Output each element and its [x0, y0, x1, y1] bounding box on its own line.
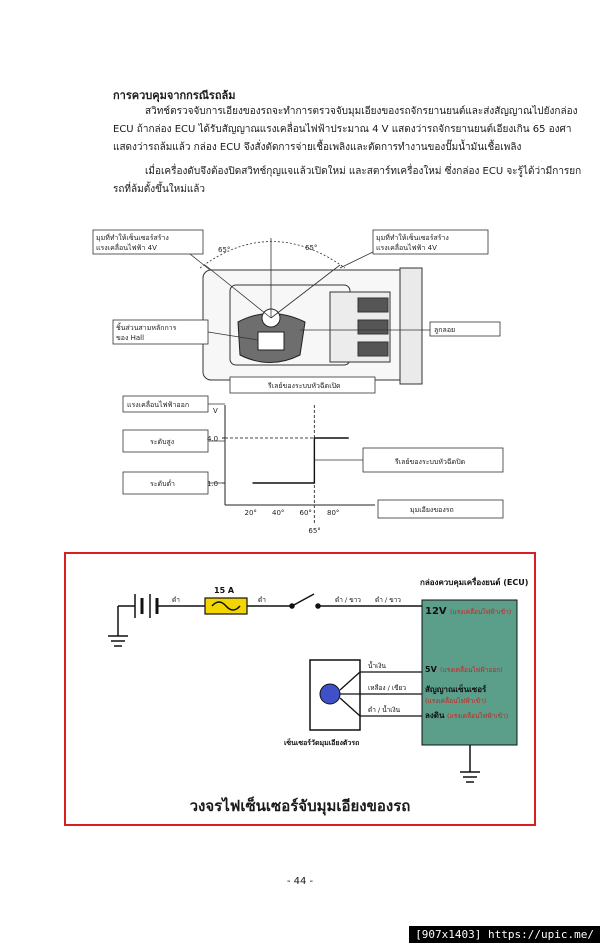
svg-text:ระดับสูง: ระดับสูง — [150, 438, 174, 446]
callout-left: มุมที่ทำให้เซ็นเซอร์สร้าง แรงเคลื่อนไฟฟ้… — [92, 229, 211, 271]
x-tick-label: 60° — [300, 509, 312, 517]
svg-text:มุมที่ทำให้เซ็นเซอร์สร้าง: มุมที่ทำให้เซ็นเซอร์สร้าง — [96, 233, 169, 242]
tilt-sensor-icon — [319, 683, 341, 705]
pin-ground: ลงดิน — [425, 711, 445, 720]
paragraph-1: สวิทช์ตรวจจับการเอียงของรถจะทำการตรวจจับ… — [113, 106, 578, 153]
pin-12v: 12V — [425, 606, 447, 617]
svg-text:ลูกลอย: ลูกลอย — [434, 326, 455, 334]
svg-text:แรงเคลื่อนไฟฟ้า 4V: แรงเคลื่อนไฟฟ้า 4V — [376, 243, 437, 252]
watermark: [907x1403] https://upic.me/ — [409, 926, 600, 943]
callout-relay-on: รีเลย์ของระบบหัวฉีดเปิด — [229, 376, 376, 394]
hall-element — [257, 331, 285, 351]
pin-5v-note: (แรงเคลื่อนไฟฟ้าออก) — [440, 665, 503, 674]
wire-label-yellow-green: เหลือง / เขียว — [368, 684, 406, 692]
pin-5v: 5V — [425, 665, 438, 674]
pin-signal: สัญญาณเซ็นเซอร์ — [425, 683, 487, 695]
pin-12v-note: (แรงเคลื่อนไฟฟ้าเข้า) — [450, 607, 511, 616]
fuse-rating: 15 A — [214, 586, 235, 595]
angle-marker-label: 65° — [308, 527, 320, 535]
svg-text:แรงเคลื่อนไฟฟ้า 4V: แรงเคลื่อนไฟฟ้า 4V — [96, 243, 157, 252]
paragraph-2: เมื่อเครื่องดับจึงต้องปิดสวิทช์กุญแจแล้ว… — [113, 166, 582, 195]
x-tick-label: 40° — [272, 509, 284, 517]
svg-text:รีเลย์ของระบบหัวฉีดเปิด: รีเลย์ของระบบหัวฉีดเปิด — [268, 382, 341, 390]
callout-hall: ชิ้นส่วนสามหลักการ ของ Hall — [112, 319, 259, 345]
ground-symbol-left — [108, 606, 128, 647]
ecu-box — [421, 599, 518, 746]
svg-text:ชิ้นส่วนสามหลักการ: ชิ้นส่วนสามหลักการ — [116, 321, 177, 332]
page-number: - 44 - — [286, 876, 314, 887]
label-tilt-angle: มุมเอียงของรถ — [377, 499, 504, 519]
wire-label-bw-2: ดำ / ขาว — [375, 596, 401, 604]
sensor-wires — [339, 671, 422, 717]
pin-signal-note: (แรงเคลื่อนไฟฟ้าเข้า) — [425, 696, 486, 705]
voltage-chart: V 4.0 1.0 20° 40° 60° 80° 65° — [207, 403, 375, 535]
circuit-caption: วงจรไฟเซ็นเซอร์จับมุมเอียงของรถ — [189, 797, 411, 815]
svg-text:ระดับต่ำ: ระดับต่ำ — [150, 479, 175, 488]
callout-float: ลูกลอย — [300, 321, 501, 337]
label-relay-off: รีเลย์ของระบบหัวฉีดปิด — [362, 447, 504, 473]
y-tick-label: 1.0 — [207, 480, 218, 488]
voltage-series-line — [252, 437, 349, 484]
battery-icon — [118, 594, 205, 618]
tilt-sensor-diagram: 65° 65° มุมที่ทำให้เซ็นเซอร์สร้าง แรงเคล… — [92, 229, 504, 535]
pin-ground-note: (แรงเคลื่อนไฟฟ้าเข้า) — [447, 711, 508, 720]
sensor-caption: เซ็นเซอร์วัดมุมเอียงตัวรถ — [284, 738, 359, 747]
svg-text:แรงเคลื่อนไฟฟ้าออก: แรงเคลื่อนไฟฟ้าออก — [127, 400, 189, 409]
svg-text:ของ Hall: ของ Hall — [116, 334, 144, 342]
y-axis-label: V — [213, 407, 218, 415]
fuse-icon — [204, 597, 248, 615]
angle-left-label: 65° — [218, 246, 230, 254]
ignition-switch-icon — [289, 593, 422, 609]
angle-right-label: 65° — [305, 244, 317, 252]
x-tick-label: 20° — [245, 509, 257, 517]
ecu-title: กล่องควบคุมเครื่องยนต์ (ECU) — [420, 576, 528, 588]
wire-label-black-1: ดำ — [172, 596, 180, 604]
svg-text:มุมเอียงของรถ: มุมเอียงของรถ — [410, 506, 454, 514]
callout-right: มุมที่ทำให้เซ็นเซอร์สร้าง แรงเคลื่อนไฟฟ้… — [339, 229, 489, 269]
wire-label-black-2: ดำ — [258, 596, 266, 604]
ground-symbol-right — [460, 745, 480, 783]
svg-text:รีเลย์ของระบบหัวฉีดปิด: รีเลย์ของระบบหัวฉีดปิด — [395, 458, 465, 466]
svg-text:มุมที่ทำให้เซ็นเซอร์สร้าง: มุมที่ทำให้เซ็นเซอร์สร้าง — [376, 233, 449, 242]
section-heading: การควบคุมจากกรณีรถล้ม — [113, 89, 236, 102]
angle-arc — [199, 238, 346, 319]
wire-label-bw-1: ดำ / ขาว — [335, 596, 361, 604]
y-tick-label: 4.0 — [207, 435, 218, 443]
wire-label-black-blue: ดำ / น้ำเงิน — [368, 705, 401, 714]
x-tick-label: 80° — [327, 509, 339, 517]
wire-label-blue: น้ำเงิน — [368, 661, 386, 670]
